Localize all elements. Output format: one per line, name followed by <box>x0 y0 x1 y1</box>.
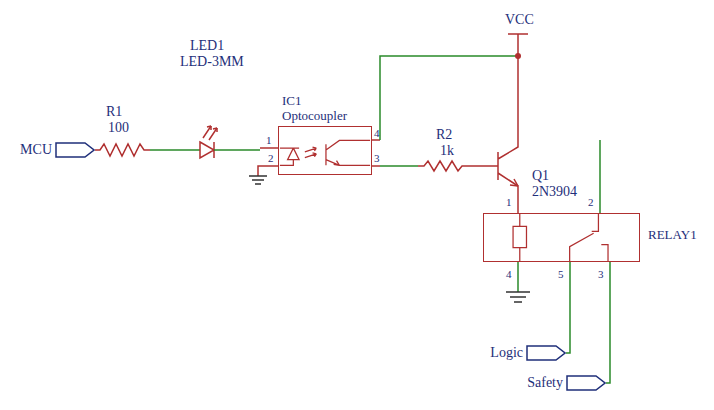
relay-box: RELAY1 <box>483 213 640 262</box>
part-value: LED-3MM <box>180 54 244 69</box>
pin-number: 3 <box>374 152 380 164</box>
port-outline <box>527 346 565 360</box>
part-value: 2N3904 <box>532 184 577 199</box>
ic-pin-2 <box>258 166 278 176</box>
relay-pin-2-wire <box>599 140 601 213</box>
pin-number: 5 <box>558 268 564 280</box>
part-ref: Q1 <box>532 168 549 183</box>
part-ref: R2 <box>436 127 452 142</box>
wire <box>150 149 200 151</box>
relay-pin-4-wire <box>517 262 519 292</box>
ic-pin-1 <box>260 147 278 149</box>
port-label: MCU <box>20 142 52 158</box>
ic-pin-3 <box>372 165 380 167</box>
port-symbol <box>55 142 95 158</box>
transistor-q1 <box>476 145 518 213</box>
internals-group <box>280 140 370 165</box>
port-symbol <box>566 375 606 391</box>
port-label: Logic <box>490 345 523 361</box>
opto-phototransistor <box>326 140 370 165</box>
wire <box>380 165 418 167</box>
pin-number: 1 <box>266 134 272 146</box>
connector-wire <box>566 262 570 353</box>
wire <box>214 149 260 151</box>
part-heading: Optocoupler <box>282 109 347 123</box>
port-symbol <box>526 345 566 361</box>
led-arrowheads <box>207 126 217 132</box>
part-value: 1k <box>440 143 454 158</box>
resistor-r2 <box>418 161 476 171</box>
relay-coil <box>513 214 526 261</box>
safety-port: Safety <box>527 375 606 391</box>
logic-port: Logic <box>490 345 566 361</box>
part-heading: IC1 <box>282 94 302 108</box>
pin-number: 4 <box>374 127 380 139</box>
ic-pin-4 <box>372 139 380 141</box>
relay-contacts <box>570 214 608 261</box>
port-outline <box>567 376 605 390</box>
port-label: Safety <box>527 375 563 391</box>
pin-number: 2 <box>588 196 594 208</box>
ground-symbol <box>506 292 530 302</box>
port-outline <box>56 143 94 157</box>
mcu-port: MCU <box>20 142 95 158</box>
internals-group <box>513 214 608 261</box>
led-symbol <box>200 142 214 158</box>
part-internals <box>484 214 639 261</box>
pin-number: 1 <box>506 196 512 208</box>
part-value: 100 <box>108 120 129 135</box>
ground-symbol <box>249 176 267 184</box>
pin-number: 4 <box>506 268 512 280</box>
emitter-arrow <box>510 179 518 186</box>
net-name: VCC <box>505 12 534 27</box>
connector-wire <box>606 262 610 383</box>
pin-number: 2 <box>268 152 274 164</box>
part-ref: LED1 <box>190 38 224 53</box>
vcc-rail <box>508 34 528 145</box>
opto-light-arrows <box>305 147 317 158</box>
part-ref: R1 <box>106 104 122 119</box>
part-heading: RELAY1 <box>648 228 697 242</box>
led-light-arrows <box>203 126 217 140</box>
opto-led <box>280 148 299 165</box>
resistor-r1 <box>95 144 150 156</box>
pin-number: 3 <box>598 268 604 280</box>
optocoupler-box: IC1Optocoupler <box>278 126 372 175</box>
part-internals <box>279 127 371 174</box>
junction-dot <box>515 53 521 59</box>
